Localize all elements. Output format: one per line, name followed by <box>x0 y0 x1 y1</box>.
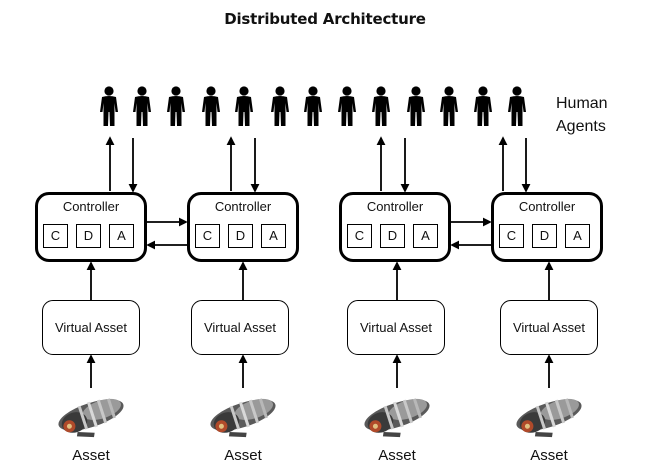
human-agent-icon <box>407 86 425 126</box>
human-agent-icon <box>338 86 356 126</box>
diagram-title: Distributed Architecture <box>224 10 426 28</box>
turbine-asset-icon <box>516 398 582 438</box>
cda-box-a: A <box>261 224 286 248</box>
virtual-asset-box: Virtual Asset <box>347 300 445 355</box>
controller-label: Controller <box>62 199 120 214</box>
cda-box-a: A <box>109 224 134 248</box>
human-agents-label: Human Agents <box>556 92 608 138</box>
cda-box-c: C <box>195 224 220 248</box>
human-agent-icon <box>372 86 390 126</box>
cda-box-c: C <box>347 224 372 248</box>
human-agent-icon <box>235 86 253 126</box>
human-agent-icon <box>202 86 220 126</box>
asset-label: Asset <box>378 447 416 464</box>
asset-label: Asset <box>530 447 568 464</box>
turbine-asset-icon <box>364 398 430 438</box>
turbine-asset-icon <box>210 398 276 438</box>
cda-box-a: A <box>413 224 438 248</box>
human-agent-icon <box>133 86 151 126</box>
controller-label: Controller <box>518 199 576 214</box>
turbine-asset-icon <box>58 398 124 438</box>
asset-label: Asset <box>224 447 262 464</box>
human-agents-label-line1: Human <box>556 95 608 112</box>
human-agents-label-line2: Agents <box>556 118 606 135</box>
cda-box-d: D <box>380 224 405 248</box>
cda-box-d: D <box>76 224 101 248</box>
cda-box-c: C <box>499 224 524 248</box>
asset-label: Asset <box>72 447 110 464</box>
human-agent-icon <box>304 86 322 126</box>
human-agent-icon <box>100 86 118 126</box>
human-agent-icon <box>167 86 185 126</box>
cda-box-d: D <box>532 224 557 248</box>
controller-label: Controller <box>366 199 424 214</box>
human-agent-icon <box>508 86 526 126</box>
cda-box-c: C <box>43 224 68 248</box>
cda-box-d: D <box>228 224 253 248</box>
virtual-asset-box: Virtual Asset <box>500 300 598 355</box>
human-agent-icon <box>440 86 458 126</box>
virtual-asset-box: Virtual Asset <box>42 300 140 355</box>
virtual-asset-box: Virtual Asset <box>191 300 289 355</box>
controller-label: Controller <box>214 199 272 214</box>
cda-box-a: A <box>565 224 590 248</box>
human-agent-icon <box>474 86 492 126</box>
human-agent-icon <box>271 86 289 126</box>
